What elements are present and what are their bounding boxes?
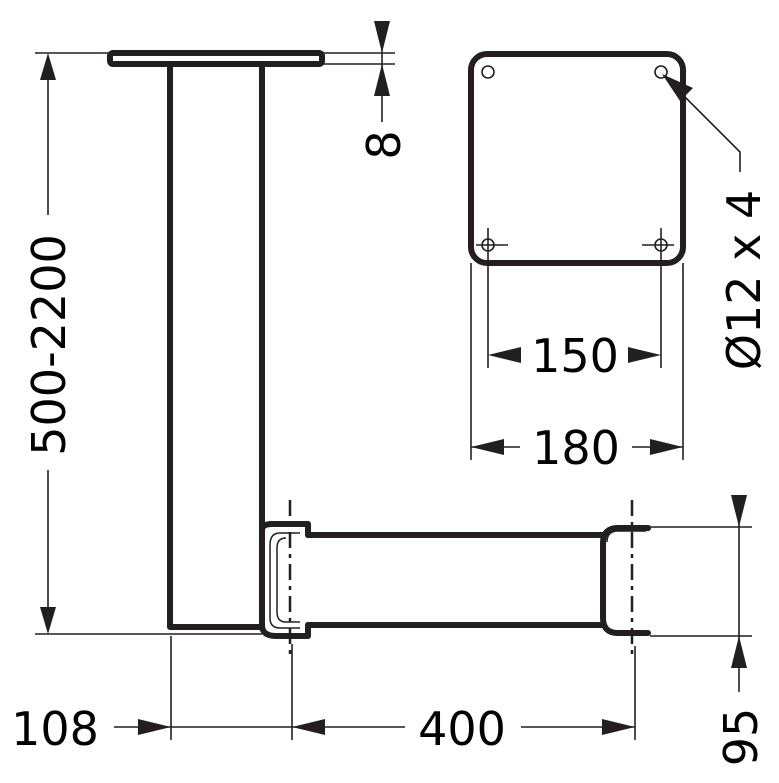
top-plate [107, 50, 325, 67]
vertical-stem [167, 61, 265, 630]
hole-spacing-label: 150 [531, 329, 619, 383]
horizontal-arm [259, 521, 651, 639]
hole-spec-label: Ø12 x 4 [717, 190, 771, 370]
hole-spacing-dimension [487, 228, 662, 368]
height-range-label: 500-2200 [22, 234, 76, 455]
height-dimension [35, 52, 262, 635]
thickness-dimension [322, 21, 395, 122]
plate-width-dimension [470, 263, 684, 460]
hole-leader [662, 74, 741, 172]
arm-length-label: 400 [418, 702, 506, 756]
mounting-hole [481, 65, 495, 79]
plate-top-view [468, 51, 686, 266]
plate-thickness-label: 8 [357, 130, 411, 159]
bottom-dimensions [114, 636, 636, 740]
clamp-height-dimension [650, 495, 752, 692]
clamp-height-label: 95 [714, 708, 768, 767]
offset-label: 108 [11, 702, 99, 756]
plate-width-label: 180 [532, 421, 620, 475]
